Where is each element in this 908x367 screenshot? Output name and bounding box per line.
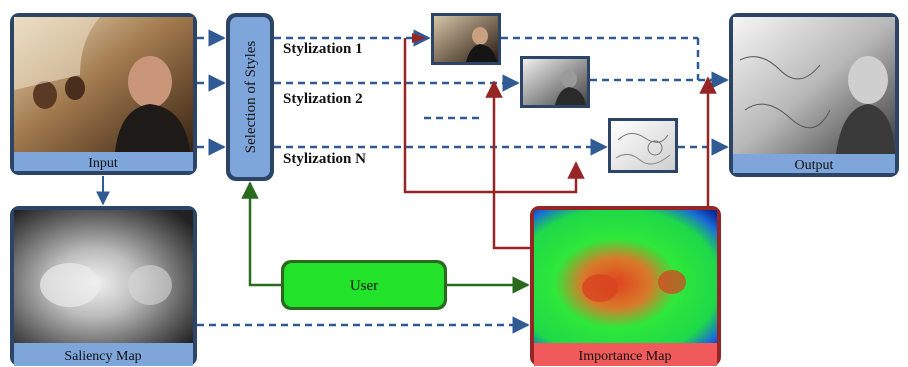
input-to-selection-arrows [197, 29, 226, 156]
stylization-n-label: Stylization N [283, 151, 366, 167]
input-caption-bar [14, 152, 193, 171]
user-to-selection-arrow [241, 181, 281, 287]
stylization-1-thumbnail [431, 13, 501, 65]
user-block: User [281, 260, 447, 310]
importance-feedback-arrows [403, 38, 717, 250]
output-block: Output [729, 13, 899, 177]
saliency-map-caption-bar [14, 343, 193, 366]
importance-map-block: Importance Map [530, 206, 721, 366]
stylization-1-arrowhead [412, 33, 426, 43]
selection-of-styles-block: Selection of Styles [226, 13, 274, 181]
saliency-map-label: Saliency Map [64, 349, 141, 364]
input-block: Input [10, 13, 197, 175]
importance-map-image [534, 210, 717, 343]
stylization-1-label: Stylization 1 [283, 41, 363, 57]
output-label: Output [795, 158, 834, 173]
stylization-2-label: Stylization 2 [283, 91, 363, 107]
importance-map-caption-bar [534, 343, 717, 366]
output-caption-bar [733, 154, 895, 173]
user-label: User [350, 278, 378, 294]
stylization-2-thumbnail [520, 56, 590, 108]
stylization-n-thumbnail [608, 118, 678, 173]
input-label: Input [88, 156, 118, 171]
selection-of-styles-label: Selection of Styles [243, 41, 259, 154]
selection-to-stylization-arrows [274, 29, 608, 156]
saliency-map-block: Saliency Map [10, 206, 197, 366]
importance-map-label: Importance Map [579, 349, 672, 364]
